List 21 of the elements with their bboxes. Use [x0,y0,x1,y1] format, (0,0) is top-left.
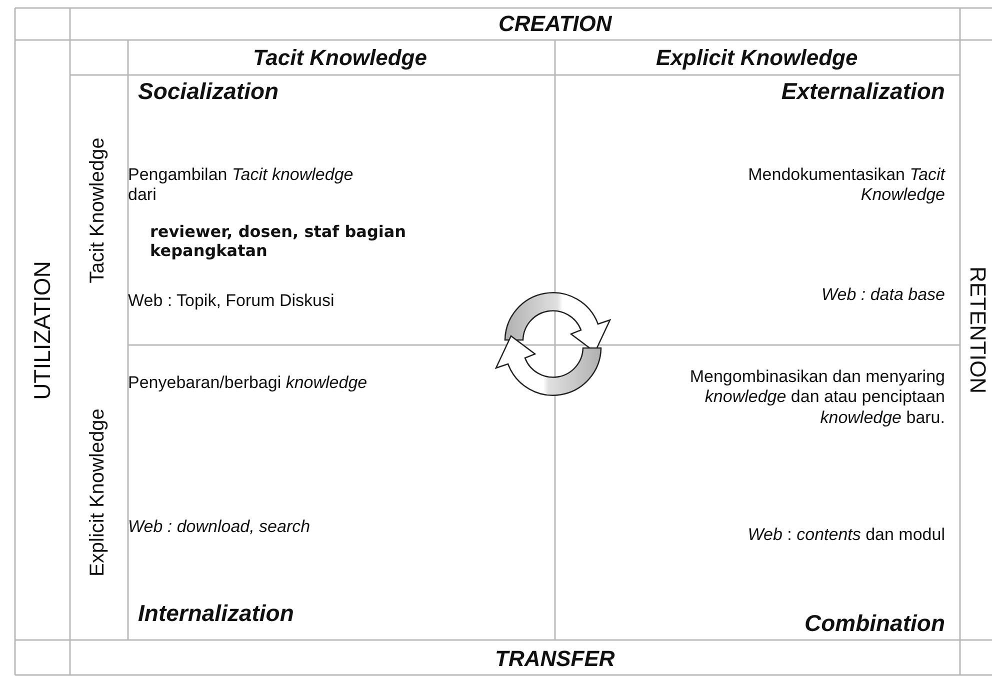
description-text: Pengambilan Tacit knowledge dari [128,165,354,206]
web-feature-text: Web : data base [820,285,945,306]
web-feature-text: Web : download, search [128,517,312,538]
row-header: Tacit Knowledge [86,137,110,283]
quadrant-title: Socialization [138,78,280,106]
quadrant-title: Externalization [780,78,945,106]
description-text: reviewer, dosen, staf bagian kepangkatan [150,222,408,260]
column-header: Tacit Knowledge [253,45,427,71]
web-feature-text: Web : contents dan modul [746,525,945,546]
quadrant-title: Internalization [138,600,295,628]
column-header: Explicit Knowledge [656,45,858,71]
axis-heading: CREATION [498,11,612,37]
axis-heading: UTILIZATION [28,260,56,400]
description-text: Mendokumentasikan Tacit Knowledge [747,165,945,206]
web-feature-text: Web : Topik, Forum Diskusi [128,291,336,312]
description-text: Penyebaran/berbagi knowledge [128,373,368,394]
axis-heading: TRANSFER [495,646,615,672]
quadrant-title: Combination [803,610,945,638]
row-header: Explicit Knowledge [86,408,110,576]
description-text: Mengombinasikan dan menyaring knowledge dan atau penciptaan knowledge baru. [688,367,945,428]
axis-heading: RETENTION [964,266,990,394]
